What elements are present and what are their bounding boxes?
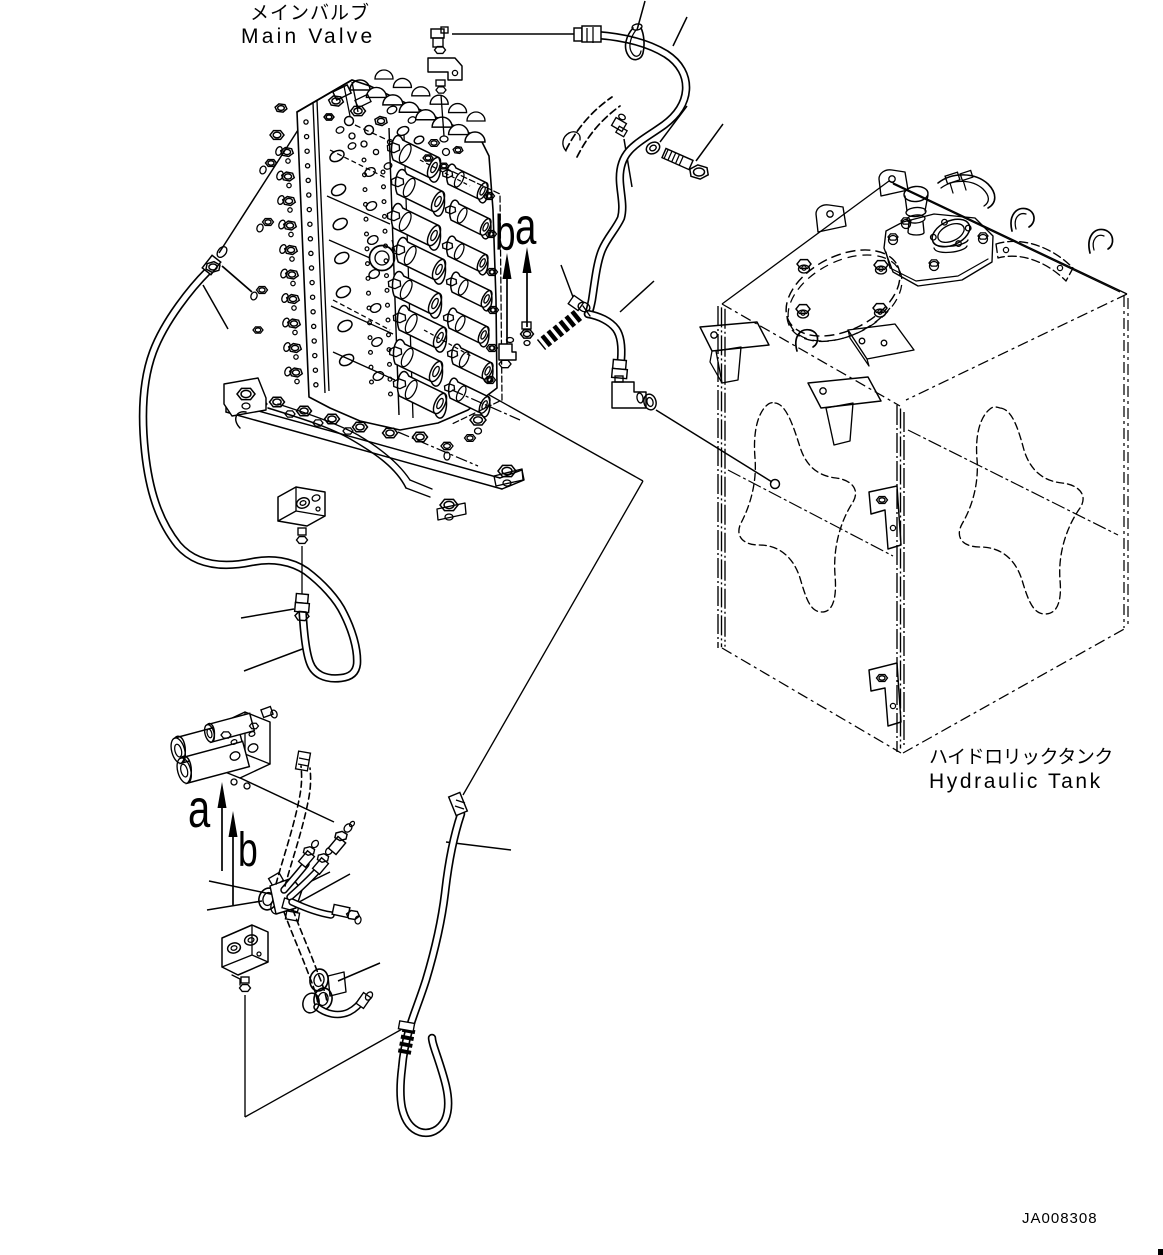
svg-text:a: a (515, 197, 537, 255)
svg-text:Hydraulic Tank: Hydraulic Tank (929, 770, 1103, 793)
svg-text:Main Valve: Main Valve (241, 25, 375, 48)
svg-text:b: b (495, 206, 516, 262)
svg-text:b: b (238, 823, 258, 876)
svg-text:ハイドロリックタンク: ハイドロリックタンク (929, 746, 1113, 768)
svg-text:JA008308: JA008308 (1022, 1210, 1098, 1227)
svg-text:メインバルブ: メインバルブ (250, 1, 370, 24)
svg-text:a: a (188, 779, 211, 839)
